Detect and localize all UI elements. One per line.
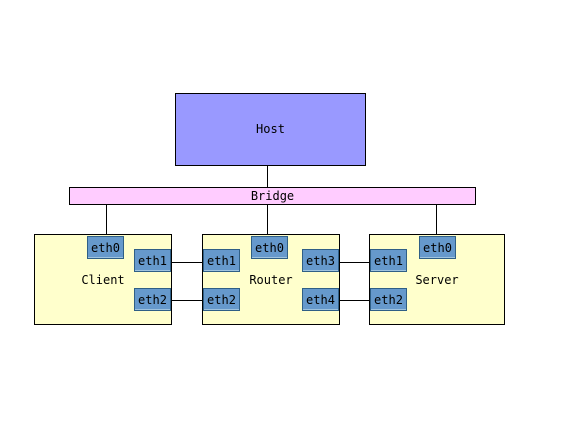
router-eth4-server-eth2-link (340, 300, 371, 301)
server-label: Server (415, 273, 459, 287)
bridge-router-link (267, 204, 268, 235)
router-eth2-interface: eth2 (203, 288, 240, 311)
bridge-label: Bridge (250, 189, 295, 203)
router-label: Router (249, 273, 293, 287)
host-bridge-link (267, 165, 268, 187)
client-eth2-interface: eth2 (134, 288, 171, 311)
bridge-client-link (106, 204, 107, 235)
client-eth1-interface: eth1 (134, 249, 171, 272)
bridge-server-link (436, 204, 437, 235)
router-eth1-interface: eth1 (203, 249, 240, 272)
server-eth1-interface: eth1 (370, 249, 407, 272)
router-eth3-server-eth1-link (340, 262, 371, 263)
server-eth0-interface: eth0 (419, 236, 456, 259)
router-eth4-interface: eth4 (302, 288, 339, 311)
client-eth2-router-eth2-link (172, 300, 204, 301)
client-label: Client (81, 273, 125, 287)
host-label: Host (256, 122, 285, 136)
bridge-box: Bridge (69, 187, 476, 205)
server-eth2-interface: eth2 (370, 288, 407, 311)
client-eth1-router-eth1-link (172, 262, 204, 263)
router-eth0-interface: eth0 (251, 236, 288, 259)
client-eth0-interface: eth0 (87, 236, 124, 259)
host-box: Host (175, 93, 366, 166)
router-eth3-interface: eth3 (302, 249, 339, 272)
